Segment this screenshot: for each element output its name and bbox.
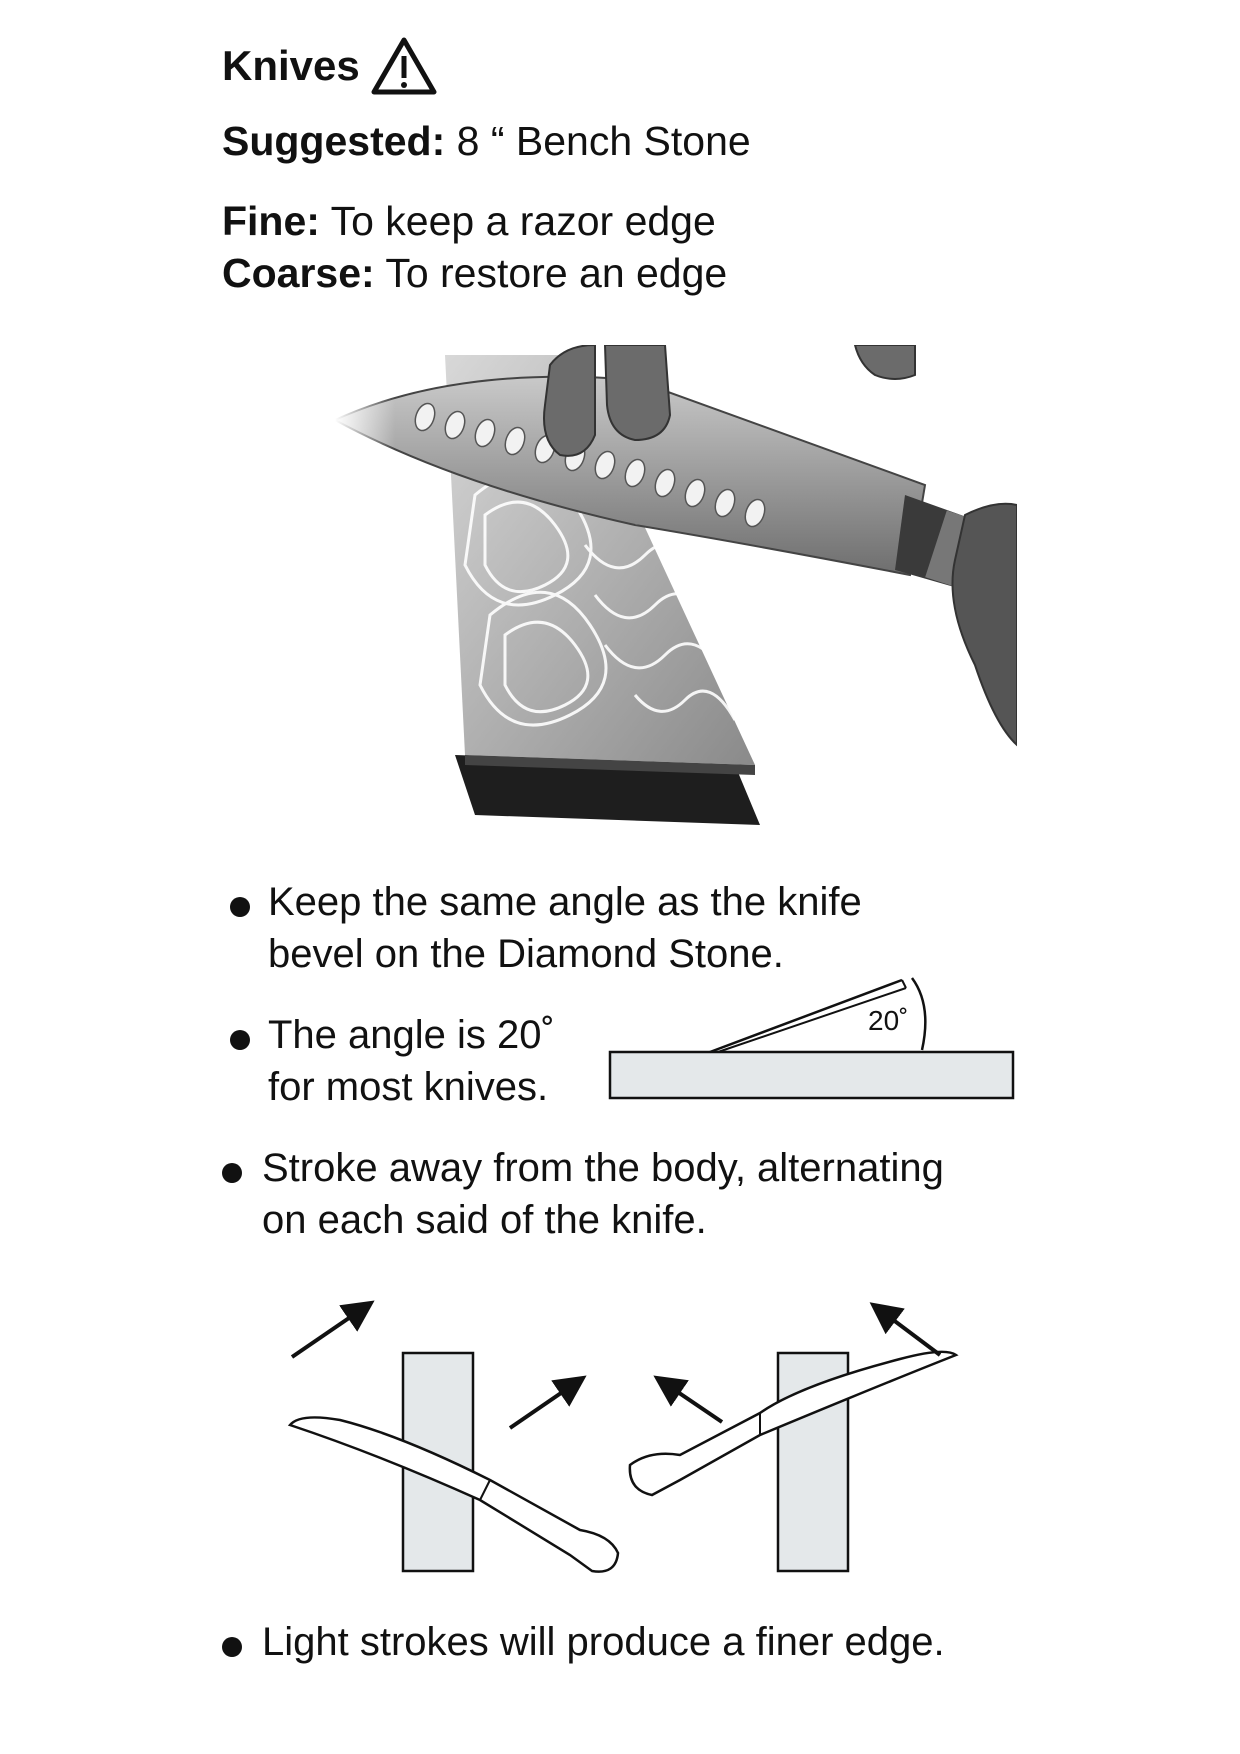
arrow-icon xyxy=(653,1375,724,1424)
suggested-line: Suggested: 8 “ Bench Stone xyxy=(222,118,751,165)
page-title: Knives xyxy=(222,36,438,96)
hand-grip xyxy=(951,502,1017,747)
arrow-icon xyxy=(508,1375,587,1430)
coarse-label: Coarse: xyxy=(222,250,375,296)
suggested-value: 8 “ Bench Stone xyxy=(445,118,751,164)
bullet-dot xyxy=(222,1163,242,1183)
tip-line: The angle is 20˚ xyxy=(268,1013,555,1057)
bullet-dot xyxy=(222,1637,242,1657)
bullet-dot xyxy=(230,897,250,917)
stroke-diagram xyxy=(287,1300,959,1573)
coarse-value: To restore an edge xyxy=(374,250,728,296)
arrow-icon xyxy=(290,1300,375,1359)
fine-value: To keep a razor edge xyxy=(319,198,716,244)
tip-angle: The angle is 20˚ for most knives. xyxy=(268,1009,555,1113)
angle-label: 20˚ xyxy=(868,1005,908,1036)
fine-line: Fine: To keep a razor edge xyxy=(222,198,716,245)
tip-same-angle: Keep the same angle as the knife bevel o… xyxy=(268,876,862,980)
angle-diagram: 20˚ xyxy=(608,977,1015,1100)
title-text: Knives xyxy=(222,42,360,89)
fine-label: Fine: xyxy=(222,198,320,244)
warning-triangle-icon xyxy=(371,37,437,95)
coarse-line: Coarse: To restore an edge xyxy=(222,250,727,297)
knife-sharpening-photo xyxy=(335,345,1017,831)
suggested-label: Suggested: xyxy=(222,118,446,164)
tip-line: for most knives. xyxy=(268,1065,549,1109)
tip-line: bevel on the Diamond Stone. xyxy=(268,932,784,976)
angle-arc xyxy=(910,977,927,1051)
arrow-icon xyxy=(869,1302,942,1357)
knife-right xyxy=(628,1350,959,1497)
tip-line: Stroke away from the body, alternating xyxy=(262,1146,944,1190)
bullet-dot xyxy=(230,1030,250,1050)
tip-line: on each said of the knife. xyxy=(262,1198,707,1242)
tip-stroke-away: Stroke away from the body, alternating o… xyxy=(262,1142,944,1246)
knife-left xyxy=(287,1416,620,1573)
tip-line: Keep the same angle as the knife xyxy=(268,880,862,924)
tip-light-strokes: Light strokes will produce a finer edge. xyxy=(262,1616,945,1668)
blade-line xyxy=(709,978,903,1054)
hand-fingers xyxy=(543,345,916,457)
stone-rect xyxy=(608,1050,1015,1100)
tip-line: Light strokes will produce a finer edge. xyxy=(262,1620,945,1664)
